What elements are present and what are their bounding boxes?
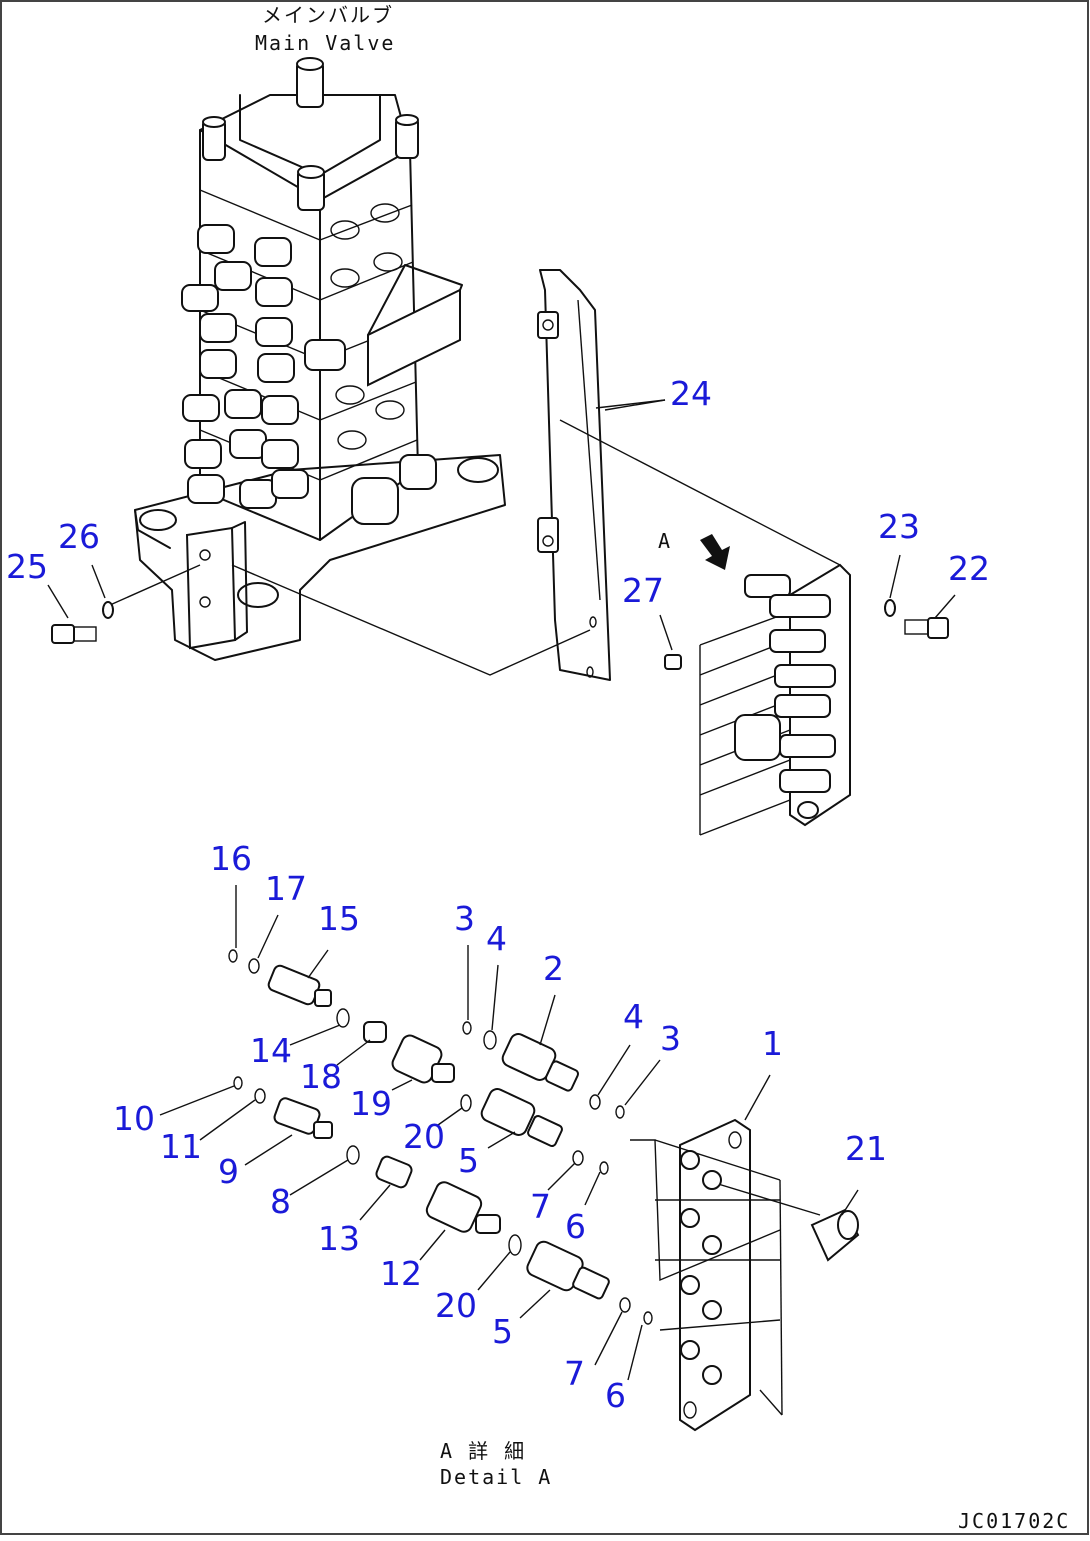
callout-11: 11 — [160, 1127, 202, 1166]
callout-7-lower: 7 — [564, 1354, 585, 1393]
callout-20-upper: 20 — [403, 1117, 445, 1156]
callout-18: 18 — [300, 1057, 342, 1096]
callout-10: 10 — [113, 1099, 155, 1138]
callout-2: 2 — [543, 949, 564, 988]
callout-25: 25 — [6, 547, 48, 586]
callout-4-right: 4 — [623, 997, 644, 1036]
bracket-drawing — [537, 269, 841, 681]
callout-numbers: 24 25 26 23 22 27 16 17 15 3 4 2 4 3 1 1… — [6, 374, 990, 1415]
detail-view-label: A — [658, 529, 672, 553]
callout-7-upper: 7 — [530, 1187, 551, 1226]
main-valve-drawing — [109, 57, 591, 676]
callout-26: 26 — [58, 517, 100, 556]
callout-5-lower: 5 — [492, 1312, 513, 1351]
callout-16: 16 — [210, 839, 252, 878]
callout-5-upper: 5 — [458, 1141, 479, 1180]
detail-caption-english: Detail A — [440, 1465, 552, 1489]
detail-a-drawing — [228, 949, 860, 1432]
callout-17: 17 — [265, 869, 307, 908]
callout-12: 12 — [380, 1254, 422, 1293]
callout-19: 19 — [350, 1084, 392, 1123]
callout-24: 24 — [670, 374, 712, 413]
callout-22: 22 — [948, 549, 990, 588]
callout-3-right: 3 — [660, 1019, 681, 1058]
callout-6-upper: 6 — [565, 1207, 586, 1246]
title-english: Main Valve — [255, 31, 395, 55]
callout-20-lower: 20 — [435, 1286, 477, 1325]
callout-14: 14 — [250, 1031, 292, 1070]
callout-3-top: 3 — [454, 899, 475, 938]
callout-6-lower: 6 — [605, 1376, 626, 1415]
callout-8: 8 — [270, 1182, 291, 1221]
detail-caption-japanese: A 詳 細 — [440, 1439, 526, 1463]
callout-4-top: 4 — [486, 919, 507, 958]
leader-lines — [47, 399, 956, 1381]
callout-13: 13 — [318, 1219, 360, 1258]
callout-9: 9 — [218, 1152, 239, 1191]
callout-21: 21 — [845, 1129, 887, 1168]
solenoid-plate-assembly: A — [658, 529, 851, 836]
hardware-bolts — [51, 599, 949, 670]
drawing-code: JC01702C — [958, 1509, 1070, 1533]
callout-27: 27 — [622, 571, 664, 610]
callout-15: 15 — [318, 899, 360, 938]
callout-1: 1 — [762, 1024, 783, 1063]
callout-23: 23 — [878, 507, 920, 546]
title-japanese: メインバルブ — [262, 3, 394, 27]
